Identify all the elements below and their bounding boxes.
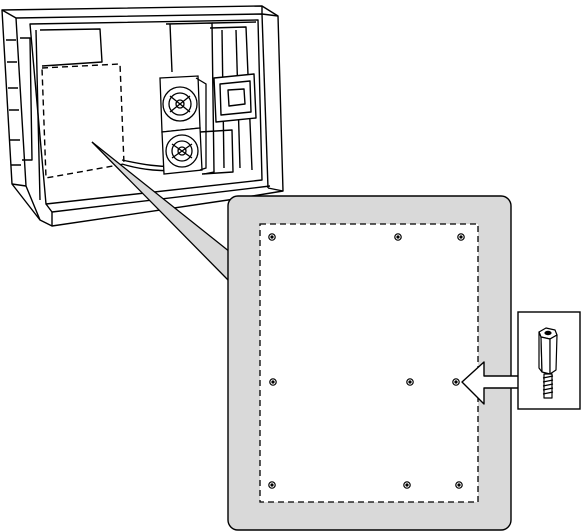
- system-fan-icon: [160, 76, 206, 174]
- standoff-hole: [270, 379, 276, 385]
- standoff-hole: [456, 482, 462, 488]
- standoff-hole-highlighted: [453, 379, 459, 385]
- standoff-hole: [458, 234, 464, 240]
- standoff-hole: [269, 234, 275, 240]
- standoff-hole: [269, 482, 275, 488]
- zoomed-motherboard-tray: [228, 196, 511, 530]
- standoff-detail-inset: [518, 312, 580, 409]
- standoff-hole: [395, 234, 401, 240]
- standoff-hole: [404, 482, 410, 488]
- standoff-hole: [407, 379, 413, 385]
